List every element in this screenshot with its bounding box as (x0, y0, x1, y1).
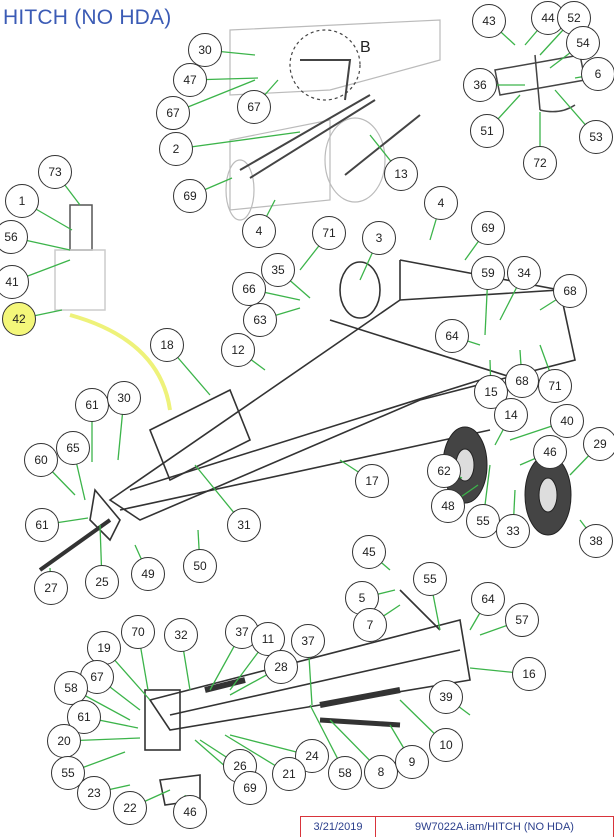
callout-part-45: 45 (352, 535, 386, 569)
callout-part-63: 63 (243, 303, 277, 337)
callout-part-64: 64 (471, 582, 505, 616)
callout-part-8: 8 (364, 755, 398, 789)
callout-part-13: 13 (384, 157, 418, 191)
callout-part-73: 73 (38, 155, 72, 189)
callout-part-71: 71 (538, 369, 572, 403)
callout-part-56: 56 (0, 220, 28, 254)
callout-part-34: 34 (507, 256, 541, 290)
callout-part-40: 40 (550, 404, 584, 438)
callout-part-49: 49 (131, 557, 165, 591)
callout-part-57: 57 (505, 603, 539, 637)
callout-part-58: 58 (54, 671, 88, 705)
callout-part-70: 70 (121, 615, 155, 649)
callout-part-36: 36 (463, 68, 497, 102)
callout-part-31: 31 (227, 508, 261, 542)
callout-part-1: 1 (5, 184, 39, 218)
callout-part-55: 55 (413, 562, 447, 596)
callout-part-29: 29 (583, 427, 614, 461)
drawing-file: 9W7022A.iam/HITCH (NO HDA) (415, 821, 574, 833)
callout-part-12: 12 (221, 333, 255, 367)
callout-part-18: 18 (150, 328, 184, 362)
callout-part-17: 17 (355, 464, 389, 498)
callout-part-54: 54 (566, 26, 600, 60)
callout-part-22: 22 (113, 791, 147, 825)
inset-top-frame (225, 19, 441, 221)
inset-right-bracket (494, 54, 586, 113)
inset-top-parts (239, 59, 421, 179)
callout-part-58: 58 (328, 756, 362, 790)
callout-part-67: 67 (156, 96, 190, 130)
callout-part-10: 10 (429, 728, 463, 762)
callout-part-46: 46 (533, 435, 567, 469)
callout-part-30: 30 (107, 381, 141, 415)
jack-detail (54, 204, 106, 311)
callout-part-50: 50 (183, 549, 217, 583)
callout-part-48: 48 (431, 489, 465, 523)
leader-line (175, 131, 301, 150)
callout-part-23: 23 (77, 776, 111, 810)
callout-part-37: 37 (291, 624, 325, 658)
bottom-hitch-assembly (144, 589, 471, 806)
callout-part-38: 38 (579, 524, 613, 558)
callout-part-68: 68 (505, 364, 539, 398)
callout-part-27: 27 (34, 571, 68, 605)
callout-part-53: 53 (579, 120, 613, 154)
callout-part-9: 9 (395, 745, 429, 779)
callout-part-15: 15 (474, 375, 508, 409)
callout-part-59: 59 (471, 256, 505, 290)
callout-part-71: 71 (312, 216, 346, 250)
callout-part-61: 61 (75, 388, 109, 422)
callout-part-20: 20 (47, 724, 81, 758)
callout-part-55: 55 (51, 756, 85, 790)
callout-part-6: 6 (581, 57, 614, 91)
callout-part-37: 37 (225, 615, 259, 649)
callout-part-61: 61 (25, 508, 59, 542)
callout-part-14: 14 (494, 398, 528, 432)
callout-part-69: 69 (173, 179, 207, 213)
title-block: 3/21/2019 9W7022A.iam/HITCH (NO HDA) (300, 816, 614, 837)
callout-part-66: 66 (232, 272, 266, 306)
callout-part-43: 43 (472, 4, 506, 38)
callout-part-16: 16 (512, 657, 546, 691)
page-title: HITCH (NO HDA) (3, 6, 172, 29)
callout-part-69: 69 (471, 211, 505, 245)
callout-part-3: 3 (362, 221, 396, 255)
callout-part-21: 21 (272, 757, 306, 791)
callout-part-33: 33 (496, 514, 530, 548)
callout-part-30: 30 (188, 33, 222, 67)
callout-part-2: 2 (159, 132, 193, 166)
highlight-arrow (69, 313, 172, 411)
callout-part-4: 4 (424, 186, 458, 220)
callout-part-41: 41 (0, 265, 29, 299)
callout-part-69: 69 (233, 771, 267, 805)
callout-part-35: 35 (261, 253, 295, 287)
view-label-b: B (360, 39, 371, 56)
callout-part-25: 25 (85, 565, 119, 599)
callout-part-28: 28 (264, 650, 298, 684)
drawing-date: 3/21/2019 (301, 817, 376, 837)
callout-part-46: 46 (173, 795, 207, 829)
callout-part-47: 47 (173, 63, 207, 97)
callout-part-51: 51 (470, 114, 504, 148)
callout-part-68: 68 (553, 274, 587, 308)
callout-part-55: 55 (466, 504, 500, 538)
callout-part-64: 64 (435, 319, 469, 353)
callout-part-11: 11 (251, 622, 285, 656)
callout-part-42: 42 (2, 302, 36, 336)
callout-part-7: 7 (353, 608, 387, 642)
callout-part-67: 67 (237, 90, 271, 124)
callout-part-39: 39 (429, 680, 463, 714)
callout-part-72: 72 (523, 146, 557, 180)
callout-part-62: 62 (427, 454, 461, 488)
callout-part-32: 32 (164, 618, 198, 652)
callout-part-65: 65 (56, 431, 90, 465)
callout-part-4: 4 (242, 214, 276, 248)
callout-part-60: 60 (24, 443, 58, 477)
